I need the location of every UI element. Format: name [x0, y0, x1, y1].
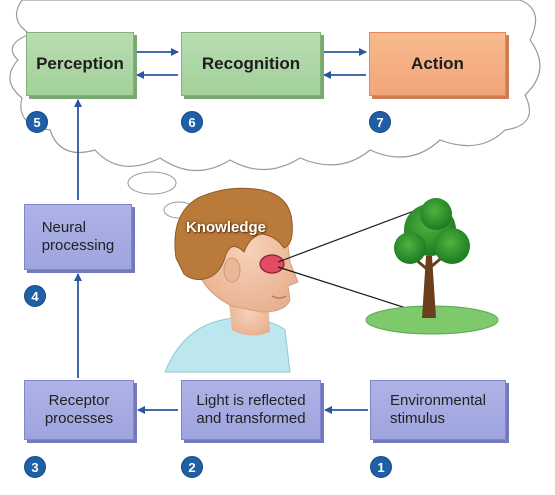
knowledge-label: Knowledge — [186, 219, 267, 236]
number-badge-3: 3 — [24, 456, 46, 478]
thought-bubble-large — [127, 171, 177, 195]
light-reflected-box: Light is reflected and transformed — [181, 380, 321, 440]
recognition-label: Recognition — [201, 53, 301, 73]
person-illustration — [164, 187, 299, 373]
sight-line-upper — [277, 204, 431, 263]
number-badge-2: 2 — [181, 456, 203, 478]
recognition-box: Recognition — [181, 32, 321, 96]
number-badge-6: 6 — [181, 111, 203, 133]
tree-trunk — [422, 256, 436, 318]
hair — [174, 187, 293, 280]
flow-arrows — [74, 48, 368, 414]
environmental-stimulus-box: Environmental stimulus — [370, 380, 506, 440]
action-box: Action — [369, 32, 506, 96]
number-badge-1: 1 — [370, 456, 392, 478]
neural-processing-box: Neural processing — [24, 204, 132, 270]
mouth — [271, 295, 287, 299]
number-badge-4: 4 — [24, 285, 46, 307]
receptor-processes-box: Receptor processes — [24, 380, 134, 440]
eye-highlight — [259, 254, 285, 274]
environmental-stimulus-label: Environmental stimulus — [390, 392, 486, 427]
foliage-3 — [434, 228, 470, 264]
number-badge-7: 7 — [369, 111, 391, 133]
perception-box: Perception — [26, 32, 134, 96]
light-reflected-label: Light is reflected and transformed — [196, 392, 306, 427]
tree-illustration — [365, 198, 499, 335]
neural-processing-label: Neural processing — [41, 219, 115, 254]
receptor-processes-label: Receptor processes — [44, 392, 114, 427]
action-label: Action — [411, 53, 464, 73]
number-badge-5: 5 — [26, 111, 48, 133]
shoulder — [164, 317, 291, 373]
ear — [223, 257, 241, 283]
foliage-2 — [394, 232, 426, 264]
foliage-4 — [420, 198, 452, 230]
perception-label: Perception — [36, 53, 124, 73]
